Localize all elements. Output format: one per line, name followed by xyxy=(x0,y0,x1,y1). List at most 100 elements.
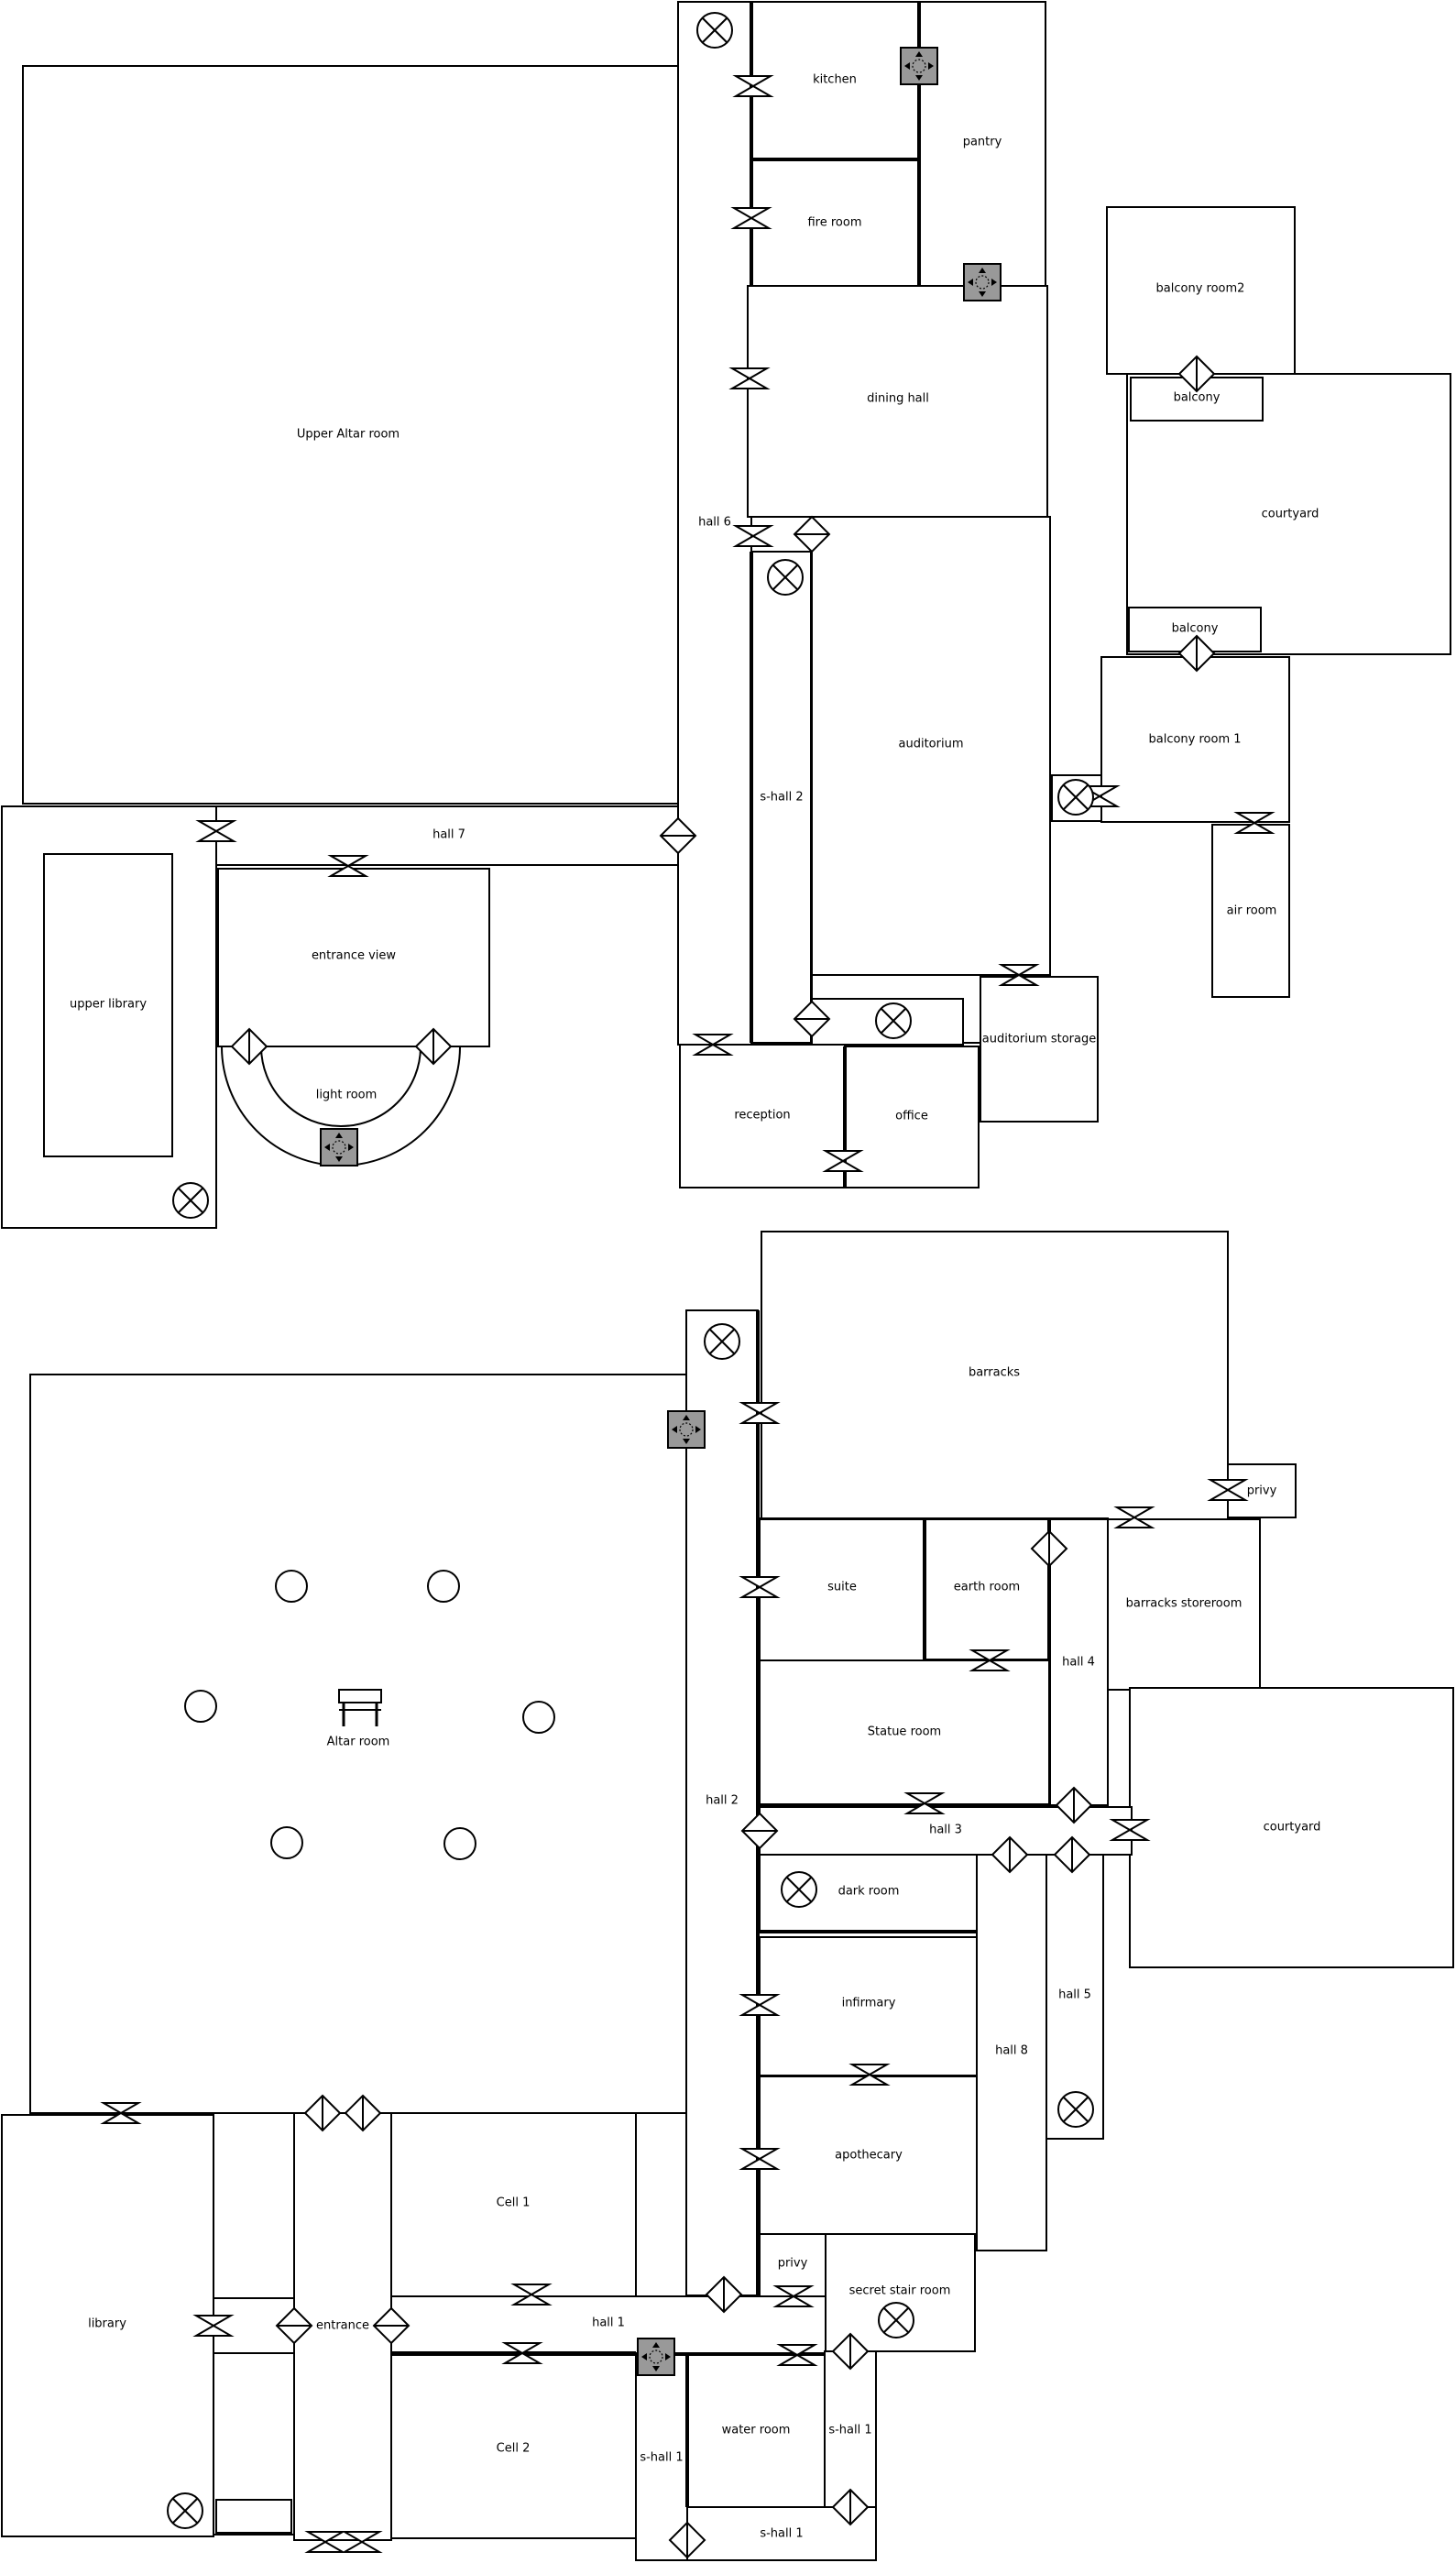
room-hall-6: hall 6 xyxy=(677,1,752,1046)
room-label: Cell 1 xyxy=(497,2196,531,2210)
room-label: s-hall 1 xyxy=(828,2424,871,2437)
pillar-circle-icon xyxy=(275,1570,308,1603)
room-label: privy xyxy=(778,2257,808,2271)
room-label: dark room xyxy=(838,1885,900,1899)
pillar-circle-icon xyxy=(184,1690,217,1723)
crossed-circle-icon xyxy=(167,2492,203,2529)
room-barracks-storeroom: barracks storeroom xyxy=(1107,1518,1261,1691)
door-icon[interactable] xyxy=(344,2531,380,2553)
room-label: hall 3 xyxy=(929,1824,962,1837)
stairs-icon[interactable] xyxy=(667,1410,706,1449)
room-label: fire room xyxy=(807,216,861,230)
room-label: hall 4 xyxy=(1062,1656,1095,1670)
room-courtyard-lower: courtyard xyxy=(1129,1687,1454,1968)
crossed-circle-icon xyxy=(1057,779,1094,816)
crossed-circle-icon xyxy=(781,1871,817,1908)
room-label: balcony room 1 xyxy=(1148,733,1241,747)
room-suite: suite xyxy=(759,1518,925,1661)
pillar-circle-icon xyxy=(522,1701,555,1734)
room-label: Upper Altar room xyxy=(297,428,400,442)
altar-icon xyxy=(338,1689,382,1726)
room-label: kitchen xyxy=(813,73,857,87)
room-balcony-room-1: balcony room 1 xyxy=(1100,656,1290,823)
room-label: hall 5 xyxy=(1058,1988,1091,2002)
stairs-icon[interactable] xyxy=(320,1128,358,1166)
room-upper-library: upper library xyxy=(1,805,217,1229)
crossed-circle-icon xyxy=(878,2302,914,2338)
pillar-circle-icon xyxy=(270,1826,303,1859)
room-water-room: water room xyxy=(686,2354,826,2508)
room-infirmary: infirmary xyxy=(759,1936,978,2077)
room-light-room: light room xyxy=(220,1046,462,1166)
room-label: privy xyxy=(1247,1484,1277,1498)
crossed-circle-icon xyxy=(875,1002,912,1039)
room-label: light room xyxy=(316,1089,378,1102)
room-label: hall 2 xyxy=(706,1794,739,1808)
room-label: water room xyxy=(722,2424,791,2437)
room-label: Altar room xyxy=(327,1736,390,1749)
room-label: apothecary xyxy=(835,2149,903,2163)
room-label: s-hall 2 xyxy=(760,791,803,805)
stairs-icon[interactable] xyxy=(963,263,1002,301)
room-balcony-room2: balcony room2 xyxy=(1106,206,1296,375)
crossed-circle-icon xyxy=(172,1182,209,1219)
room-barracks: barracks xyxy=(761,1231,1229,1520)
room-label: courtyard xyxy=(1262,508,1319,521)
room-label: barracks xyxy=(969,1366,1020,1380)
room-entrance-view: entrance view xyxy=(217,868,490,1047)
room-label: hall 8 xyxy=(995,2044,1028,2058)
room-label: Statue room xyxy=(868,1725,941,1739)
room-label: reception xyxy=(734,1109,790,1123)
stairs-icon[interactable] xyxy=(900,47,938,85)
room-label: library xyxy=(88,2317,126,2331)
room-statue-room: Statue room xyxy=(759,1659,1050,1806)
room-label: courtyard xyxy=(1264,1821,1321,1835)
crossed-circle-icon xyxy=(696,12,733,49)
pillar-circle-icon xyxy=(427,1570,460,1603)
room-label: earth room xyxy=(954,1581,1020,1594)
room-altar-room: Altar room xyxy=(29,1374,687,2114)
room-upper-altar-room: Upper Altar room xyxy=(22,65,679,805)
room-label: auditorium xyxy=(899,738,964,751)
upper-floor: Upper Altar room hall 6 kitchen pantry f… xyxy=(1,1,1451,1229)
room-label: hall 1 xyxy=(592,2317,625,2330)
room-label: s-hall 1 xyxy=(640,2451,683,2465)
pillar-circle-icon xyxy=(443,1827,476,1860)
room-label: entrance xyxy=(316,2319,369,2333)
crossed-circle-icon xyxy=(767,559,804,596)
room-label: secret stair room xyxy=(849,2284,951,2298)
room-fire-room: fire room xyxy=(750,159,920,287)
room-pantry: pantry xyxy=(918,1,1046,287)
room-hall-1: hall 1 xyxy=(390,2295,827,2354)
room-label: Cell 2 xyxy=(497,2442,531,2456)
stairs-icon[interactable] xyxy=(637,2338,675,2376)
room-label: hall 6 xyxy=(698,516,731,530)
room-label: dining hall xyxy=(867,392,929,406)
room-label: auditorium storage xyxy=(982,1033,1097,1046)
room-label: infirmary xyxy=(842,1997,896,2010)
room-label: barracks storeroom xyxy=(1126,1597,1243,1611)
room-earth-room: earth room xyxy=(924,1518,1050,1661)
room-label: upper library xyxy=(70,998,147,1012)
crossed-circle-icon xyxy=(1057,2091,1094,2128)
room-hall-2: hall 2 xyxy=(685,1309,759,2296)
room-kitchen: kitchen xyxy=(750,1,920,160)
room-privy-top: privy xyxy=(1227,1463,1297,1518)
room-cell-2: Cell 2 xyxy=(390,2354,637,2539)
door-icon[interactable] xyxy=(307,2531,344,2553)
room-label: hall 7 xyxy=(432,828,465,842)
room-auditorium-storage: auditorium storage xyxy=(980,976,1099,1123)
room-label: entrance view xyxy=(312,949,396,963)
room-auditorium: auditorium xyxy=(811,516,1051,976)
room-hall-4: hall 4 xyxy=(1048,1518,1109,1806)
room-s-hall-1-right: s-hall 1 xyxy=(824,2350,877,2508)
room-label: balcony xyxy=(1172,622,1219,636)
room-label: pantry xyxy=(963,136,1002,149)
room-dining-hall: dining hall xyxy=(747,285,1048,518)
crossed-circle-icon xyxy=(704,1323,740,1360)
room-label: air room xyxy=(1227,904,1277,918)
room-s-hall-1-left: s-hall 1 xyxy=(635,2354,688,2561)
room-cell-1: Cell 1 xyxy=(390,2112,637,2297)
lower-floor: Altar room hall 2 barracks xyxy=(1,1231,1454,2561)
